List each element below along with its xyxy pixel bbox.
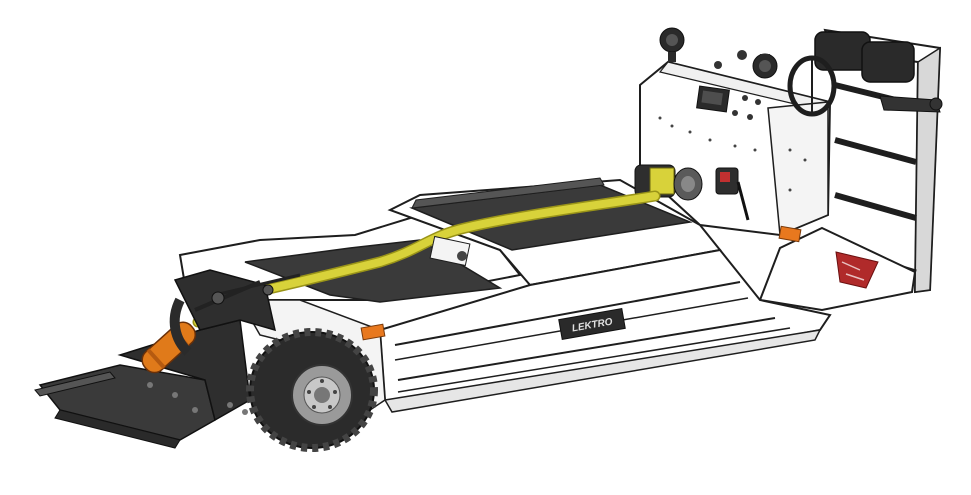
wheel-icon	[169, 297, 192, 356]
wheel-icon	[246, 328, 378, 452]
winch-icon	[634, 164, 703, 201]
side-reflector	[778, 225, 802, 243]
steering-wheel-icon	[787, 55, 837, 117]
rear-step	[758, 226, 917, 312]
work-light-icon	[752, 53, 778, 79]
operator-cage	[814, 28, 943, 294]
brand-plate: LEKTRO	[558, 308, 626, 340]
side-reflector	[360, 323, 386, 341]
warning-decal	[835, 251, 879, 289]
work-light-icon	[659, 27, 685, 62]
